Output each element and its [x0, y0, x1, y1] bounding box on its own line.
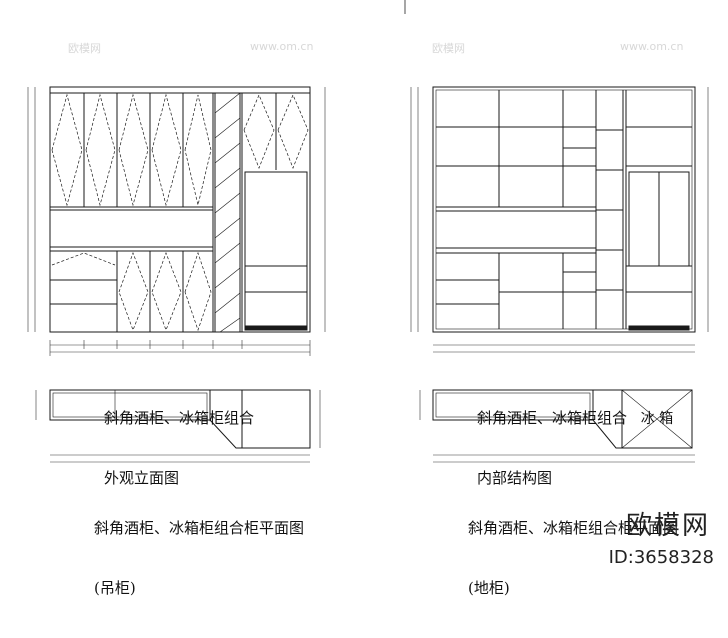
right-plan-dimensions [419, 390, 695, 463]
left-elevation [49, 86, 311, 333]
caption-line: 斜角酒柜、冰箱柜组合柜平面图 [94, 519, 305, 537]
caption-line: 斜角酒柜、冰箱柜组合柜平面图 [468, 519, 679, 537]
drawing-sheet: 冰 箱 欧模网 www.om.cn 欧模网 www.om.cn 斜角酒柜、冰箱柜… [27, 0, 714, 597]
watermark-logo: 欧模网 [68, 42, 101, 55]
caption-line: 斜角酒柜、冰箱柜组合 [104, 409, 255, 427]
wine-rack-hatching [214, 92, 241, 333]
right-elevation [432, 86, 696, 333]
left-elevation-caption: 斜角酒柜、冰箱柜组合 外观立面图 [104, 368, 254, 528]
caption-line: (吊柜) [94, 579, 136, 597]
fridge-label: 冰 箱 [641, 411, 673, 427]
watermark-url: www.om.cn [620, 40, 684, 53]
left-plan-dimensions [35, 390, 321, 463]
cad-drawing: 冰 箱 [27, 0, 709, 463]
wine-rack-column [214, 92, 241, 333]
upper-door-dash-patterns [51, 93, 212, 207]
watermark-logo: 欧模网 [432, 42, 465, 55]
caption-line: 外观立面图 [104, 469, 180, 487]
left-elevation-dimensions [27, 87, 326, 356]
left-plan [49, 389, 311, 449]
brand-id: ID:3658328 [608, 547, 714, 568]
lower-door-dash-patterns [51, 251, 212, 332]
fridge-plan-box [621, 389, 693, 449]
right-elevation-caption: 斜角酒柜、冰箱柜组合 内部结构图 [477, 368, 627, 528]
right-elevation-dimensions [410, 87, 709, 353]
caption-line: 内部结构图 [477, 469, 553, 487]
brand-logo: 欧模网 [625, 511, 710, 541]
caption-line: (地柜) [468, 579, 510, 597]
fridge-niche [244, 171, 308, 330]
watermark-url: www.om.cn [250, 40, 314, 53]
left-plan-caption: 斜角酒柜、冰箱柜组合柜平面图 (吊柜) [94, 478, 304, 638]
caption-line: 斜角酒柜、冰箱柜组合 [477, 409, 628, 427]
right-plan [432, 389, 693, 449]
